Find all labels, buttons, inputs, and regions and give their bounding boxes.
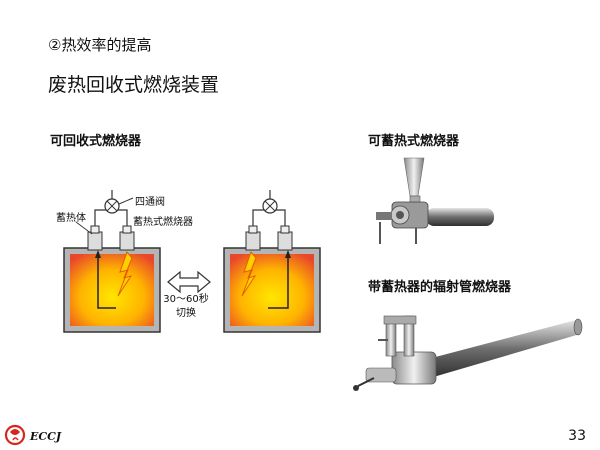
radiant-tube-burner-photo (353, 315, 583, 391)
four-way-valve-label: 四通阀 (135, 197, 165, 208)
radiant-tube-burner-heading: 带蓄热器的辐射管燃烧器 (368, 280, 512, 295)
switch-interval-time: 30～60秒 (163, 294, 209, 305)
furnace-left (63, 190, 161, 333)
regenerative-burner-photo (376, 157, 494, 244)
recuperative-burner-heading: 可回收式燃烧器 (50, 134, 142, 149)
regenerator-label: 蓄热体 (56, 213, 86, 224)
footer-org-name: ECCJ (30, 430, 62, 443)
switch-interval-action: 切换 (176, 308, 196, 319)
eccj-logo-icon (4, 424, 26, 446)
slide-title: 废热回收式燃烧装置 (48, 74, 220, 96)
switch-arrow (167, 270, 211, 294)
switch-interval-label: 30～60秒 切换 (160, 293, 212, 321)
regenerative-burner-label: 蓄热式燃烧器 (133, 217, 193, 228)
page-number: 33 (568, 428, 586, 444)
section-heading: ②热效率的提高 (48, 36, 152, 54)
furnace-right (223, 190, 321, 333)
regenerative-burner-heading: 可蓄热式燃烧器 (368, 134, 460, 149)
